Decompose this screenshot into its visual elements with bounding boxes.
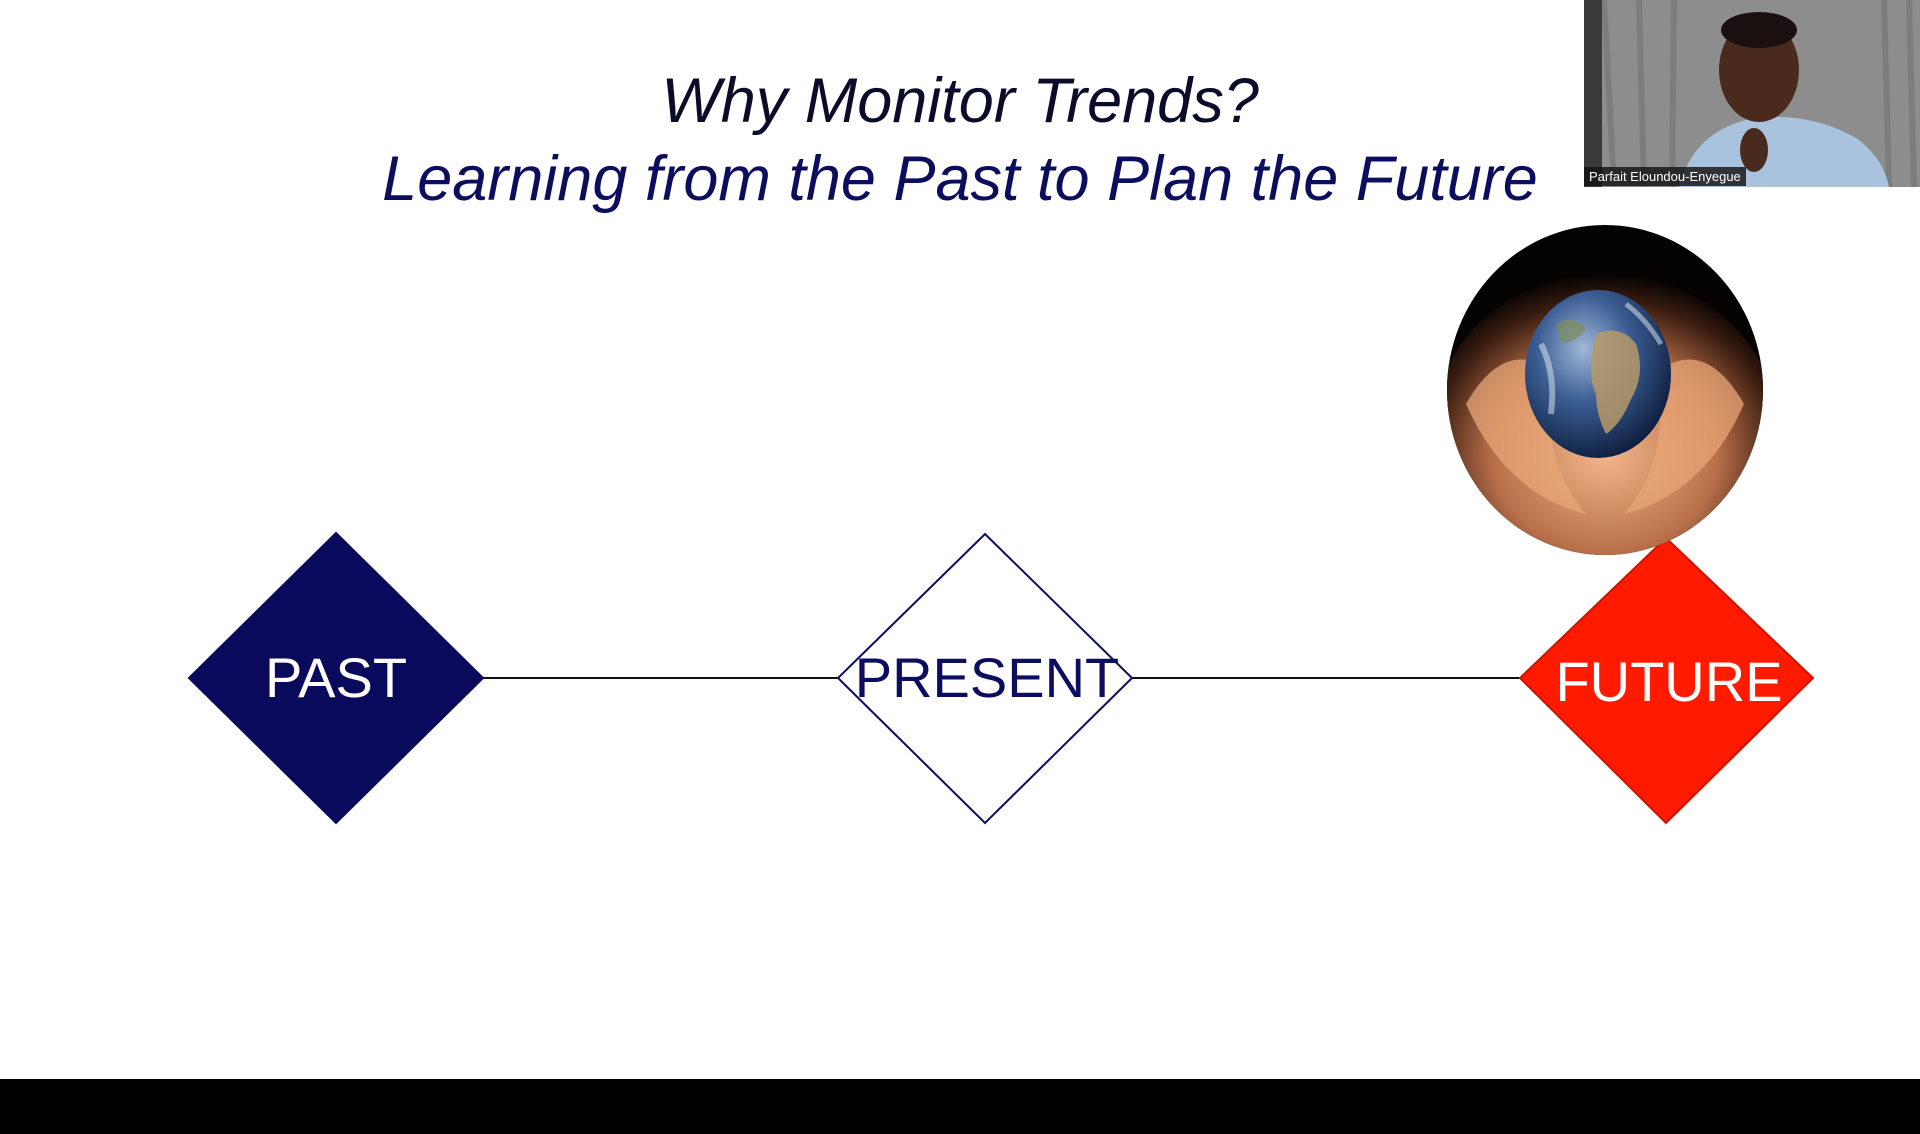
slide-subtitle: Learning from the Past to Plan the Futur… <box>382 144 1538 214</box>
present-diamond <box>836 532 1134 825</box>
globe-in-hands-icon <box>1446 224 1764 556</box>
past-label: PAST <box>264 646 408 709</box>
participant-video-tile[interactable]: Parfait Eloundou-Enyegue <box>1584 0 1920 187</box>
bottom-letterbox-bar <box>0 1079 1920 1134</box>
present-label: PRESENT <box>854 646 1120 709</box>
participant-name-tag: Parfait Eloundou-Enyegue <box>1584 167 1746 186</box>
timeline-diagram <box>187 531 1815 825</box>
slide-title: Why Monitor Trends? <box>661 66 1259 136</box>
past-diamond <box>187 531 485 825</box>
future-label: FUTURE <box>1555 650 1783 713</box>
presentation-slide: Why Monitor Trends? Learning from the Pa… <box>0 0 1920 1079</box>
future-diamond <box>1518 536 1815 825</box>
participant-video-feed <box>1584 0 1920 187</box>
